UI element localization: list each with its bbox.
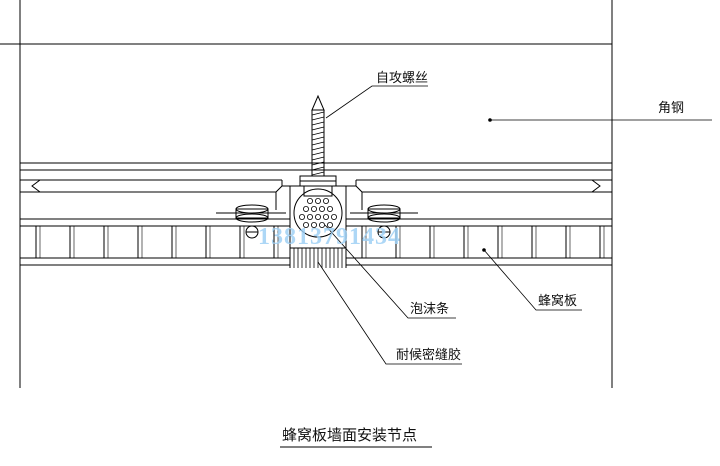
angle-steel xyxy=(0,0,613,388)
self-tapping-screw xyxy=(299,94,337,197)
watermark-phone: 13813791434 xyxy=(258,224,401,250)
foam-dot xyxy=(306,197,313,204)
screw-label: 自攻螺丝 xyxy=(376,71,428,86)
foam-dot xyxy=(310,205,317,212)
sealant xyxy=(290,247,346,268)
screw-thread xyxy=(311,126,325,131)
foam-dot xyxy=(322,213,329,220)
sealant-label: 耐候密缝胶 xyxy=(396,347,461,363)
screw-thread xyxy=(311,161,325,166)
foam-dot xyxy=(310,221,317,228)
drawing-title: 蜂窝板墙面安装节点 xyxy=(282,426,417,444)
screw-thread xyxy=(311,111,325,116)
screw-thread xyxy=(311,116,325,121)
screw-threads xyxy=(311,111,325,176)
screw-thread xyxy=(311,121,325,126)
screw-thread xyxy=(311,146,325,151)
screw-thread xyxy=(311,131,325,136)
screw-thread xyxy=(311,151,325,156)
leader-lines xyxy=(317,85,712,365)
honeycomb-panel xyxy=(20,218,612,266)
foam-dot xyxy=(326,205,333,212)
foam-dot xyxy=(314,213,321,220)
screw-thread xyxy=(311,156,325,161)
foam-dot xyxy=(318,205,325,212)
left-bolt xyxy=(216,204,286,239)
angle-steel-label: 角钢 xyxy=(658,101,684,116)
foam-strip-label: 泡沫条 xyxy=(410,301,449,317)
mounting-rails xyxy=(20,179,612,210)
foam-dot xyxy=(314,197,321,204)
foam-dot xyxy=(322,197,329,204)
screw-thread xyxy=(311,136,325,141)
screw-thread xyxy=(311,141,325,146)
screw-thread xyxy=(311,171,325,176)
foam-dot xyxy=(302,205,309,212)
foam-dot xyxy=(318,221,325,228)
screw-thread xyxy=(311,166,325,171)
honeycomb-cells xyxy=(35,226,605,258)
foam-strip xyxy=(293,188,343,238)
foam-dot xyxy=(326,221,333,228)
foam-dot xyxy=(298,213,305,220)
foam-dot xyxy=(302,221,309,228)
honeycomb-panel-label: 蜂窝板 xyxy=(538,293,577,309)
foam-dot xyxy=(330,213,337,220)
right-bolt xyxy=(350,204,418,239)
foam-dot xyxy=(306,213,313,220)
foam-dots xyxy=(298,197,337,228)
